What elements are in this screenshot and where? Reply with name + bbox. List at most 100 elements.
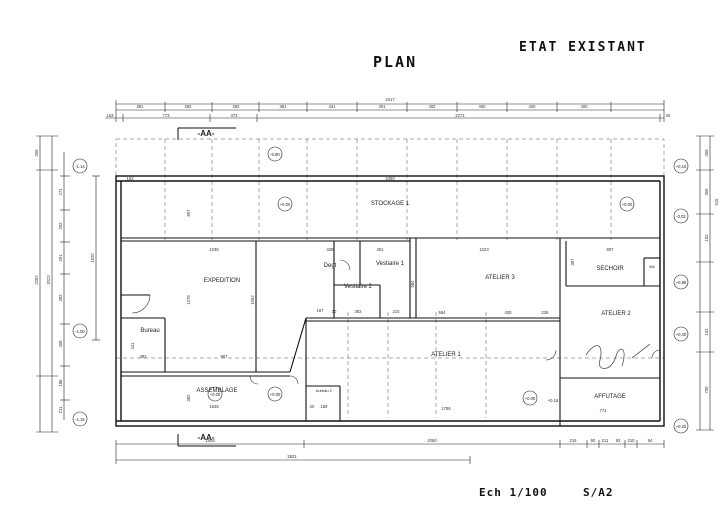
dim-label: 382	[186, 394, 191, 402]
dim-label: 709	[704, 386, 709, 394]
dim-label: 90	[591, 438, 596, 443]
dim-label: 211	[58, 406, 63, 413]
dim-top-total: 4417	[385, 97, 395, 102]
room-wc: Wc	[649, 264, 655, 269]
dim-label: 400	[479, 104, 487, 109]
sheet-label: S/A2	[583, 486, 614, 499]
scale-label: Ech 1/100	[479, 486, 548, 499]
dim-label: 773	[163, 113, 171, 118]
dim-label: 215	[570, 438, 578, 443]
dim-label: 381	[280, 104, 288, 109]
dim-label: 382	[140, 354, 148, 359]
level-label: +0.00	[525, 396, 536, 401]
dim-label: 4390	[385, 176, 395, 181]
dim-label: 30	[332, 309, 337, 314]
dim-label: 373	[231, 113, 239, 118]
plan-title: PLAN	[373, 53, 418, 71]
dim-label: 1548	[205, 438, 215, 443]
dim-label: 359	[704, 188, 709, 196]
level-label: -1.00	[75, 329, 85, 334]
level-label: -1.15	[75, 417, 85, 422]
dim-label: 1062	[250, 295, 255, 305]
dim-label: 771	[600, 408, 608, 413]
room-vestiaire-1: Vestiaire 1	[376, 261, 405, 267]
level-label: -0.80	[270, 152, 280, 157]
dim-label: 430	[505, 310, 513, 315]
dim-label: 211	[602, 438, 609, 443]
dim-label: 392	[355, 309, 363, 314]
dim-label: 451	[377, 247, 385, 252]
room-sechoir: SECHOIR	[596, 266, 624, 272]
level-label: -0.02	[676, 214, 686, 219]
dim-label: 251	[58, 254, 63, 262]
dim-label: 1786	[441, 406, 451, 411]
room-atelier-3: ATELIER 3	[485, 275, 515, 281]
level-label: +0.40	[676, 332, 687, 337]
level-label: +0.88	[676, 280, 687, 285]
dim-label: 102	[704, 328, 709, 336]
dim-label: 226	[542, 310, 550, 315]
dim-label: 807	[607, 247, 615, 252]
dim-label: 382	[185, 104, 193, 109]
dim-label: 459	[58, 340, 63, 348]
dim-label: 967	[221, 354, 229, 359]
dim-label: 328	[327, 247, 335, 252]
dim-label: 269	[704, 149, 709, 157]
dim-label: 102	[704, 234, 709, 242]
room-bureau: Bureau	[140, 328, 159, 334]
room-bureau-2: bureau 2	[316, 388, 333, 393]
dim-label: 210	[628, 438, 636, 443]
dim-label: 392	[58, 294, 63, 302]
dim-label: 2023	[46, 275, 51, 285]
dim-label: 169	[321, 404, 329, 409]
room-assemblage: ASSEMBLAGE	[196, 388, 237, 394]
dim-label: 252	[58, 222, 63, 230]
dim-label: 1636	[209, 404, 219, 409]
dim-label: 2292	[34, 275, 39, 285]
section-mark-bottom: -AA-	[198, 433, 215, 442]
level-label: +0.00	[270, 392, 281, 397]
dim-label: 584	[410, 280, 415, 288]
room-affutage: AFFUTAGE	[594, 394, 626, 400]
room-atelier-2: ATELIER 2	[601, 311, 631, 317]
dim-label: 2271	[455, 113, 465, 118]
dim-label: 420	[529, 104, 537, 109]
level-label: +0.00	[280, 202, 291, 207]
dim-label: 26	[666, 113, 671, 118]
dim-label: 94	[648, 438, 653, 443]
room-degt: Degt	[324, 263, 337, 269]
level-label: +0.25	[676, 424, 687, 429]
room-vestiaire-2: Vestiaire 2	[344, 284, 373, 290]
dim-label: 381	[137, 104, 145, 109]
dim-label: 163	[107, 113, 115, 118]
dim-label: 807	[186, 209, 191, 217]
state-title: ETAT EXISTANT	[519, 40, 647, 55]
dim-label: 1520	[90, 253, 95, 263]
dim-label: 515	[714, 198, 719, 206]
dim-label: 400	[581, 104, 589, 109]
level-label: +0.16	[548, 398, 559, 403]
dim-label: 382	[233, 104, 241, 109]
dim-label: 271	[58, 188, 63, 196]
dim-label: 402	[429, 104, 437, 109]
dim-label: 153	[127, 176, 135, 181]
level-label: +0.00	[210, 392, 221, 397]
dim-label: 441	[130, 342, 135, 350]
room-atelier-1: ATELIER 1	[431, 352, 461, 358]
dim-label: 1223	[479, 247, 489, 252]
dim-label: 188	[58, 379, 63, 387]
dim-label: 1278	[186, 295, 191, 305]
dim-label: 20	[310, 404, 315, 409]
dim-label: 554	[439, 310, 447, 315]
dim-label: 2060	[427, 438, 437, 443]
dim-label: 210	[393, 309, 401, 314]
dim-label: 269	[34, 149, 39, 157]
dim-label: 421	[329, 104, 337, 109]
dim-label: 1035	[209, 247, 219, 252]
level-label: -1.14	[75, 164, 85, 169]
dim-label: 167	[317, 308, 325, 313]
level-label: +0.00	[622, 202, 633, 207]
room-expedition: EXPEDITION	[204, 278, 240, 284]
dim-label: 93	[616, 438, 621, 443]
